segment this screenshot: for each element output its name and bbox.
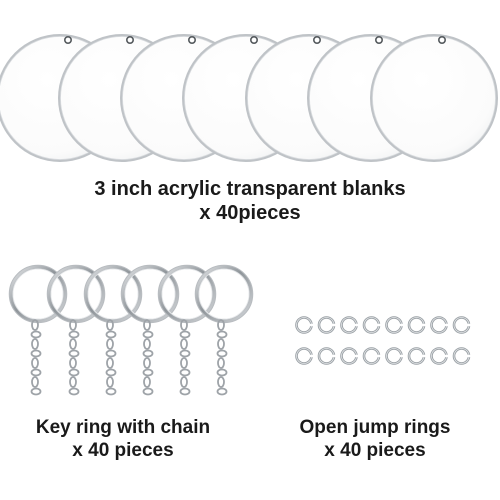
jump-ring-icon [317,316,336,334]
jump-rings-quantity: x 40 pieces [324,440,426,462]
blanks-title: 3 inch acrylic transparent blanks [94,178,406,200]
jump-ring-icon [362,347,381,365]
jump-ring-icon [452,316,471,334]
jump-rings-title: Open jump rings [299,417,451,438]
acrylic-disc-icon [370,34,498,162]
jump-ring-icon [317,347,336,365]
jump-ring-icon [295,347,313,365]
jump-ring-icon [385,347,403,365]
keyring-icon [120,264,180,396]
blanks-quantity: x 40pieces [199,202,301,225]
jump-ring-icon [340,347,358,365]
jump-ring-icon [340,316,358,334]
jump-ring-icon [452,347,471,365]
jump-rings [295,316,471,365]
keyrings [8,264,254,396]
acrylic-discs [0,34,498,162]
jump-ring-icon [362,316,381,334]
jump-ring-icon [430,316,448,334]
jump-ring-icon [407,316,426,334]
keyring-icon [46,264,106,396]
blanks-caption: 3 inch acrylic transparent blanks x 40pi… [0,177,500,226]
keyring-title: Key ring with chain [35,417,211,438]
keyring-quantity: x 40 pieces [72,440,174,462]
jump-ring-icon [407,347,426,365]
keyring-icon [83,264,143,396]
keyring-caption: Key ring with chain x 40 pieces [0,416,246,462]
jump-ring-icon [430,347,448,365]
keyring-icon [194,264,254,396]
jump-ring-icon [295,316,313,334]
keyring-icon [157,264,217,396]
jump-ring-icon [385,316,403,334]
keyring-icon [8,264,68,396]
jump-rings-caption: Open jump rings x 40 pieces [250,416,500,462]
